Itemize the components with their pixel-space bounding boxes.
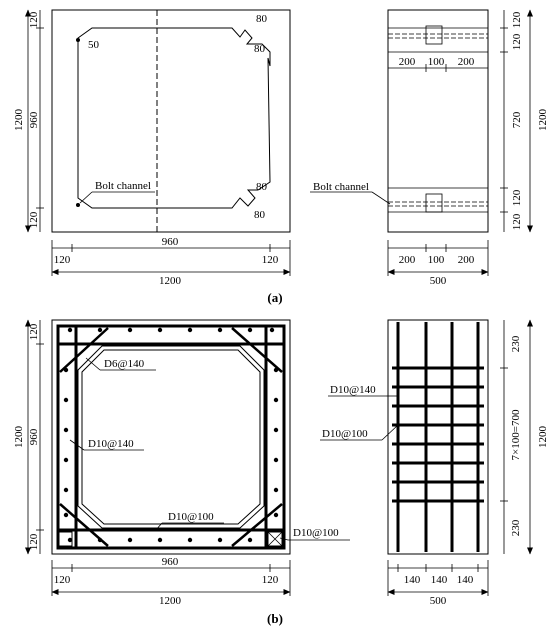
side-b-dim-right-total: 1200 bbox=[537, 426, 549, 449]
plan-b-label-d10-140: D10@140 bbox=[88, 438, 134, 450]
side-a-dim-right-1: 120 bbox=[511, 11, 523, 28]
side-b-dim-right-bottom: 230 bbox=[510, 519, 522, 536]
plan-b-dim-left-total: 1200 bbox=[13, 426, 25, 449]
plan-a-dim-bottom-mid: 960 bbox=[162, 236, 179, 248]
plan-b-dim-left-top: 120 bbox=[28, 323, 40, 340]
side-b-dim-bottom-3: 140 bbox=[457, 574, 474, 586]
side-a-dim-right-5: 120 bbox=[511, 213, 523, 230]
plan-a-dim-left-bottom: 120 bbox=[28, 211, 40, 228]
plan-a-note-80a: 80 bbox=[256, 13, 268, 25]
plan-b-label-d10-100-bottom: D10@100 bbox=[168, 511, 214, 523]
side-b-dim-bottom-2: 140 bbox=[431, 574, 448, 586]
side-a-bolt-channel-label: Bolt channel bbox=[313, 181, 369, 193]
side-a-dim-right-3: 720 bbox=[511, 111, 523, 128]
side-a-dim-bottom-3: 200 bbox=[458, 254, 475, 266]
side-a-dim-bottom-2: 100 bbox=[428, 254, 445, 266]
panel-b-side: D10@140 D10@100 230 7×100=700 230 1200 1… bbox=[320, 319, 549, 607]
plan-a-note-80b: 80 bbox=[254, 43, 266, 55]
panel-b-plan: D6@140 D10@140 D10@100 D10@100 120 960 1… bbox=[13, 319, 350, 607]
plan-a-dim-bottom-total: 1200 bbox=[159, 275, 182, 287]
panel-a-side: Bolt channel 200 100 200 120 120 720 120… bbox=[310, 9, 549, 287]
side-a-dim-right-4: 120 bbox=[511, 189, 523, 206]
side-a-dim-bottom-1: 200 bbox=[399, 254, 416, 266]
plan-b-dim-left-bottom: 120 bbox=[28, 533, 40, 550]
plan-a-note-50: 50 bbox=[88, 39, 100, 51]
caption-b: (b) bbox=[267, 611, 283, 626]
side-b-dim-bottom-total: 500 bbox=[430, 595, 447, 607]
caption-a: (a) bbox=[267, 290, 282, 305]
plan-a-dim-left-mid: 960 bbox=[28, 111, 40, 128]
side-a-dim-top-right: 200 bbox=[458, 56, 475, 68]
plan-b-dim-bottom-mid: 960 bbox=[162, 556, 179, 568]
plan-a-note-80d: 80 bbox=[254, 209, 266, 221]
side-a-dim-bottom-total: 500 bbox=[430, 275, 447, 287]
plan-b-dim-bottom-left: 120 bbox=[54, 574, 71, 586]
plan-b-label-d10-100-corner: D10@100 bbox=[293, 527, 339, 539]
side-a-dim-right-total: 1200 bbox=[537, 109, 549, 132]
side-a-dim-top-left: 200 bbox=[399, 56, 416, 68]
side-a-dim-right-2: 120 bbox=[511, 33, 523, 50]
plan-b-dim-left-mid: 960 bbox=[28, 428, 40, 445]
plan-a-dim-left-total: 1200 bbox=[13, 109, 25, 132]
plan-a-dim-bottom-left: 120 bbox=[54, 254, 71, 266]
side-b-dim-right-mid: 7×100=700 bbox=[510, 409, 522, 460]
side-b-dim-right-top: 230 bbox=[510, 335, 522, 352]
side-a-dim-top-mid: 100 bbox=[428, 56, 445, 68]
plan-b-label-d6: D6@140 bbox=[104, 358, 145, 370]
plan-a-dim-left-top: 120 bbox=[28, 11, 40, 28]
plan-a-bolt-channel-label: Bolt channel bbox=[95, 180, 151, 192]
plan-a-note-80c: 80 bbox=[256, 181, 268, 193]
side-b-label-d10-100: D10@100 bbox=[322, 428, 368, 440]
side-b-dim-bottom-1: 140 bbox=[404, 574, 421, 586]
panel-a-plan: 50 80 80 80 80 Bolt channel 120 960 1200… bbox=[13, 9, 291, 287]
side-b-label-d10-140: D10@140 bbox=[330, 384, 376, 396]
plan-b-dim-bottom-total: 1200 bbox=[159, 595, 182, 607]
plan-b-dim-bottom-right: 120 bbox=[262, 574, 279, 586]
plan-a-dim-bottom-right: 120 bbox=[262, 254, 279, 266]
